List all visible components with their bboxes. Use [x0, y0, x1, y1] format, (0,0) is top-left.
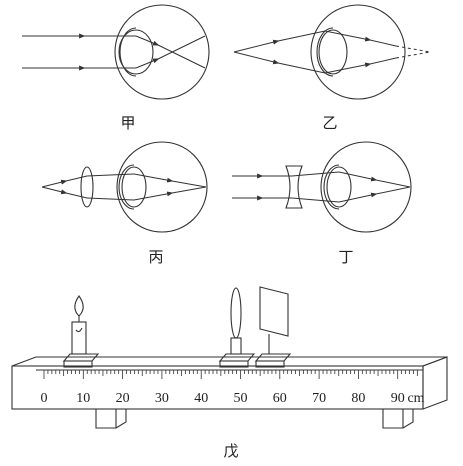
- bench-leg-right-side: [402, 409, 414, 429]
- ruler-label: 80: [351, 391, 365, 406]
- ruler-label: 90: [391, 391, 405, 406]
- ruler-unit: cm: [407, 391, 424, 406]
- bench-side: [422, 356, 448, 410]
- ruler-label: 40: [194, 391, 208, 406]
- eye-lens-yi: [318, 29, 348, 75]
- eye-diagram-yi: [233, 4, 431, 100]
- label-yi: 乙: [322, 114, 337, 132]
- eyeball-ding: [320, 141, 412, 233]
- eye-lens-jia: [118, 29, 154, 75]
- ruler-labels: 0 10 20 30 40 50 60 70 80 90: [41, 391, 405, 406]
- screen-board: [259, 286, 289, 337]
- label-jia: 甲: [120, 114, 135, 132]
- eye-lens-ding: [326, 166, 352, 208]
- candle-flame: [74, 295, 84, 317]
- bench-leg-left-side: [115, 409, 127, 429]
- candle: [62, 295, 100, 368]
- eye-diagram-jia: [22, 4, 210, 100]
- eyeball-jia: [114, 4, 210, 100]
- convex-correcting-lens: [80, 166, 94, 208]
- ruler-label: 50: [234, 391, 248, 406]
- convex-lens-holder: [218, 287, 256, 368]
- convex-lens: [230, 287, 242, 339]
- ruler-label: 10: [76, 391, 90, 406]
- light-screen: [254, 286, 292, 368]
- bench-leg-left: [95, 409, 117, 429]
- ruler-label: 0: [41, 391, 48, 406]
- eye-diagram-ding: [232, 141, 412, 233]
- bench-leg-right: [382, 409, 404, 429]
- ruler-label: 60: [273, 391, 287, 406]
- ruler-ticks: [43, 370, 418, 379]
- eye-lens-bing: [121, 166, 147, 208]
- optical-bench: 0 10 20 30 40 50 60 70 80 90 cm: [11, 356, 448, 429]
- ruler-label: 30: [155, 391, 169, 406]
- eye-diagram-bing: [41, 141, 208, 233]
- label-ding: 丁: [338, 248, 353, 266]
- ruler-label: 20: [116, 391, 130, 406]
- cornea-jia: [119, 27, 137, 77]
- cornea-ding: [323, 164, 340, 210]
- ruler-label: 70: [312, 391, 326, 406]
- label-bing: 丙: [148, 248, 163, 266]
- eyeball-bing: [116, 141, 208, 233]
- concave-correcting-lens: [285, 165, 303, 209]
- cornea-bing: [118, 164, 135, 210]
- eyeball-yi: [310, 4, 406, 100]
- label-wu: 戊: [223, 442, 238, 460]
- cornea-yi: [316, 27, 334, 77]
